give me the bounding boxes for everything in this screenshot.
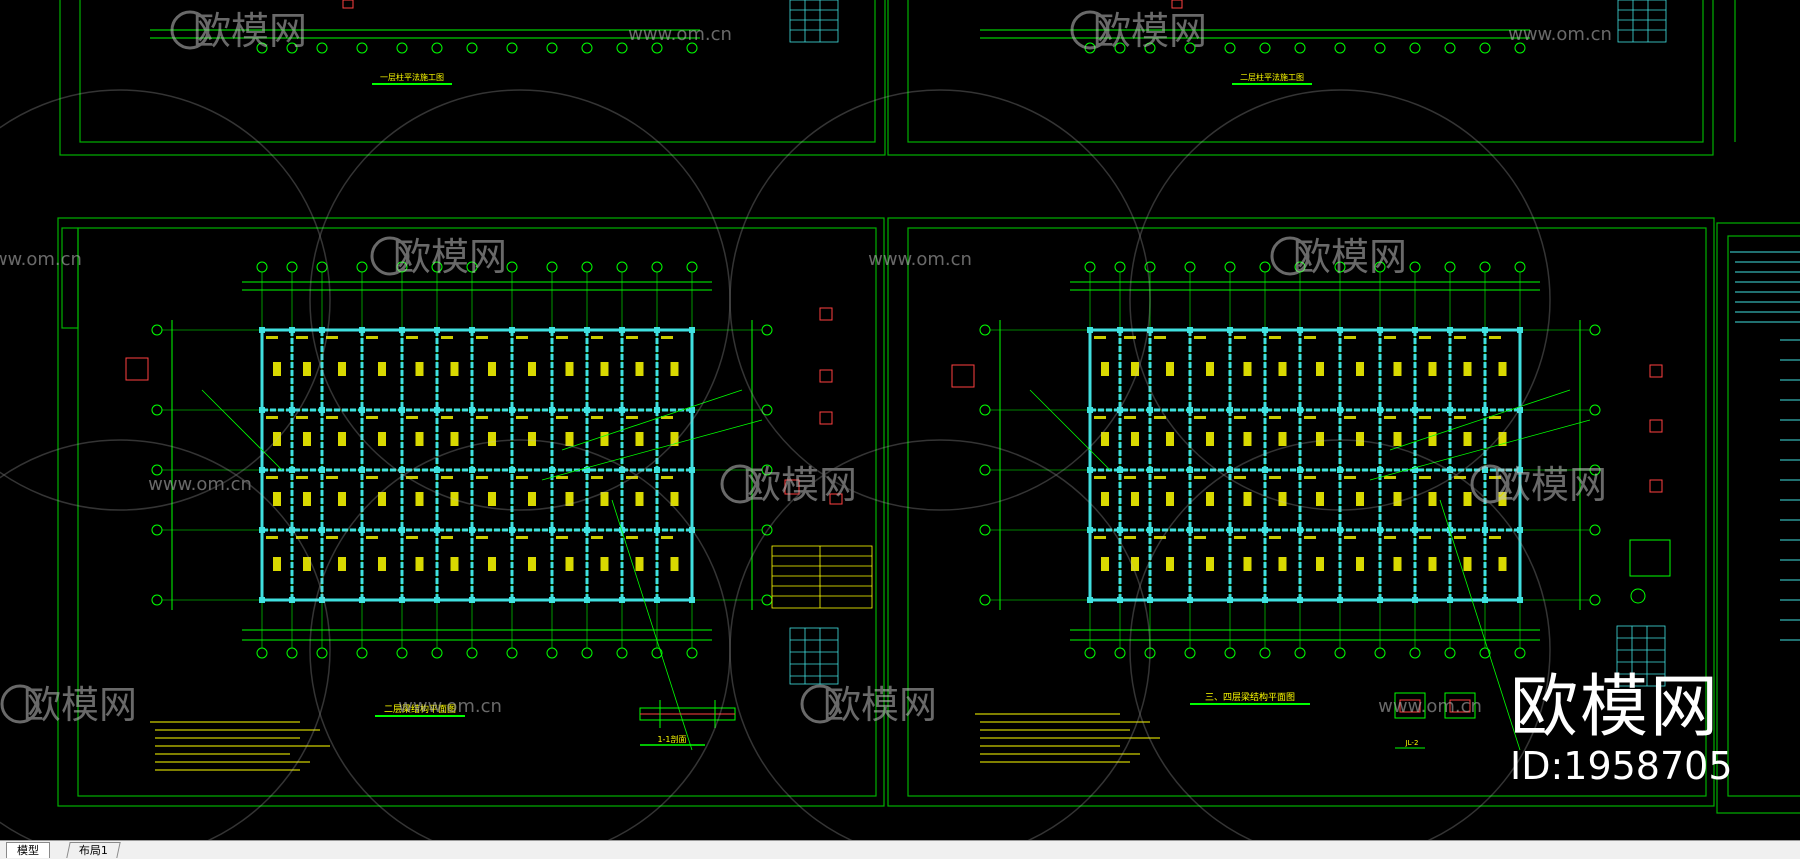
right-notes: [975, 713, 1160, 763]
svg-text:www.om.cn: www.om.cn: [628, 24, 732, 45]
svg-text:www.om.cn: www.om.cn: [1378, 696, 1482, 717]
section-label: 1-1剖面: [657, 734, 686, 744]
svg-text:www.om.cn: www.om.cn: [0, 249, 82, 270]
sheet-top-left: [59, 0, 886, 156]
sheet-top-right: [887, 0, 1736, 156]
svg-text:欧模网: 欧模网: [1093, 9, 1207, 53]
top-left-table: [789, 0, 839, 43]
layout-tab-bar: 模型 布局1: [0, 840, 1800, 859]
column-details-left: [125, 307, 843, 505]
brand-name: 欧模网: [1510, 668, 1721, 747]
top-right-table: [1617, 0, 1667, 43]
far-right-text-block: [1730, 251, 1800, 641]
top-left-drawing-title: 一层柱平法施工图: [380, 72, 444, 82]
sheet-far-right: [1716, 222, 1800, 814]
svg-text:欧模网: 欧模网: [23, 683, 137, 727]
bottom-right-drawing-title: 三、四层梁结构平面图: [1205, 691, 1295, 703]
brand-watermark: 欧模网 ID:1958705: [1510, 668, 1800, 789]
svg-text:欧模网: 欧模网: [193, 9, 307, 53]
beam-table-left: [771, 545, 873, 609]
bottom-left-drawing-title: 二层梁结构平面图: [384, 703, 456, 715]
small-table-right: [1616, 625, 1666, 687]
tab-model[interactable]: 模型: [6, 842, 50, 858]
left-notes: [150, 721, 330, 771]
section-detail-left: [639, 700, 736, 746]
svg-text:www.om.cn: www.om.cn: [868, 249, 972, 270]
brand-id: ID:1958705: [1510, 744, 1733, 788]
top-axis-bubbles: [256, 42, 1526, 54]
svg-text:欧模网: 欧模网: [823, 683, 937, 727]
svg-text:欧模网: 欧模网: [1493, 463, 1607, 507]
small-table-left: [789, 627, 839, 685]
svg-text:欧模网: 欧模网: [1293, 235, 1407, 279]
cad-model-space[interactable]: 一层柱平法施工图 二层柱平法施工图 二层梁结构平面图 1-1剖面: [0, 0, 1800, 840]
tab-layout1-label: 布局1: [78, 844, 108, 857]
top-left-dimensions: [150, 29, 700, 39]
top-right-drawing-title: 二层柱平法施工图: [1240, 72, 1304, 82]
column-details-right: [951, 364, 1663, 713]
floor-plan-left: [151, 261, 773, 751]
svg-text:www.om.cn: www.om.cn: [1508, 24, 1612, 45]
svg-text:www.om.cn: www.om.cn: [398, 696, 502, 717]
tab-layout1[interactable]: 布局1: [66, 842, 121, 858]
svg-text:欧模网: 欧模网: [743, 463, 857, 507]
sheet-bottom-right: [887, 217, 1715, 807]
detail-label: JL-2: [1405, 739, 1419, 747]
floor-plan-right: [979, 261, 1601, 751]
detail-right: [1394, 539, 1671, 749]
svg-text:www.om.cn: www.om.cn: [148, 474, 252, 495]
sheet-bottom-left: [57, 217, 885, 807]
svg-text:欧模网: 欧模网: [393, 235, 507, 279]
